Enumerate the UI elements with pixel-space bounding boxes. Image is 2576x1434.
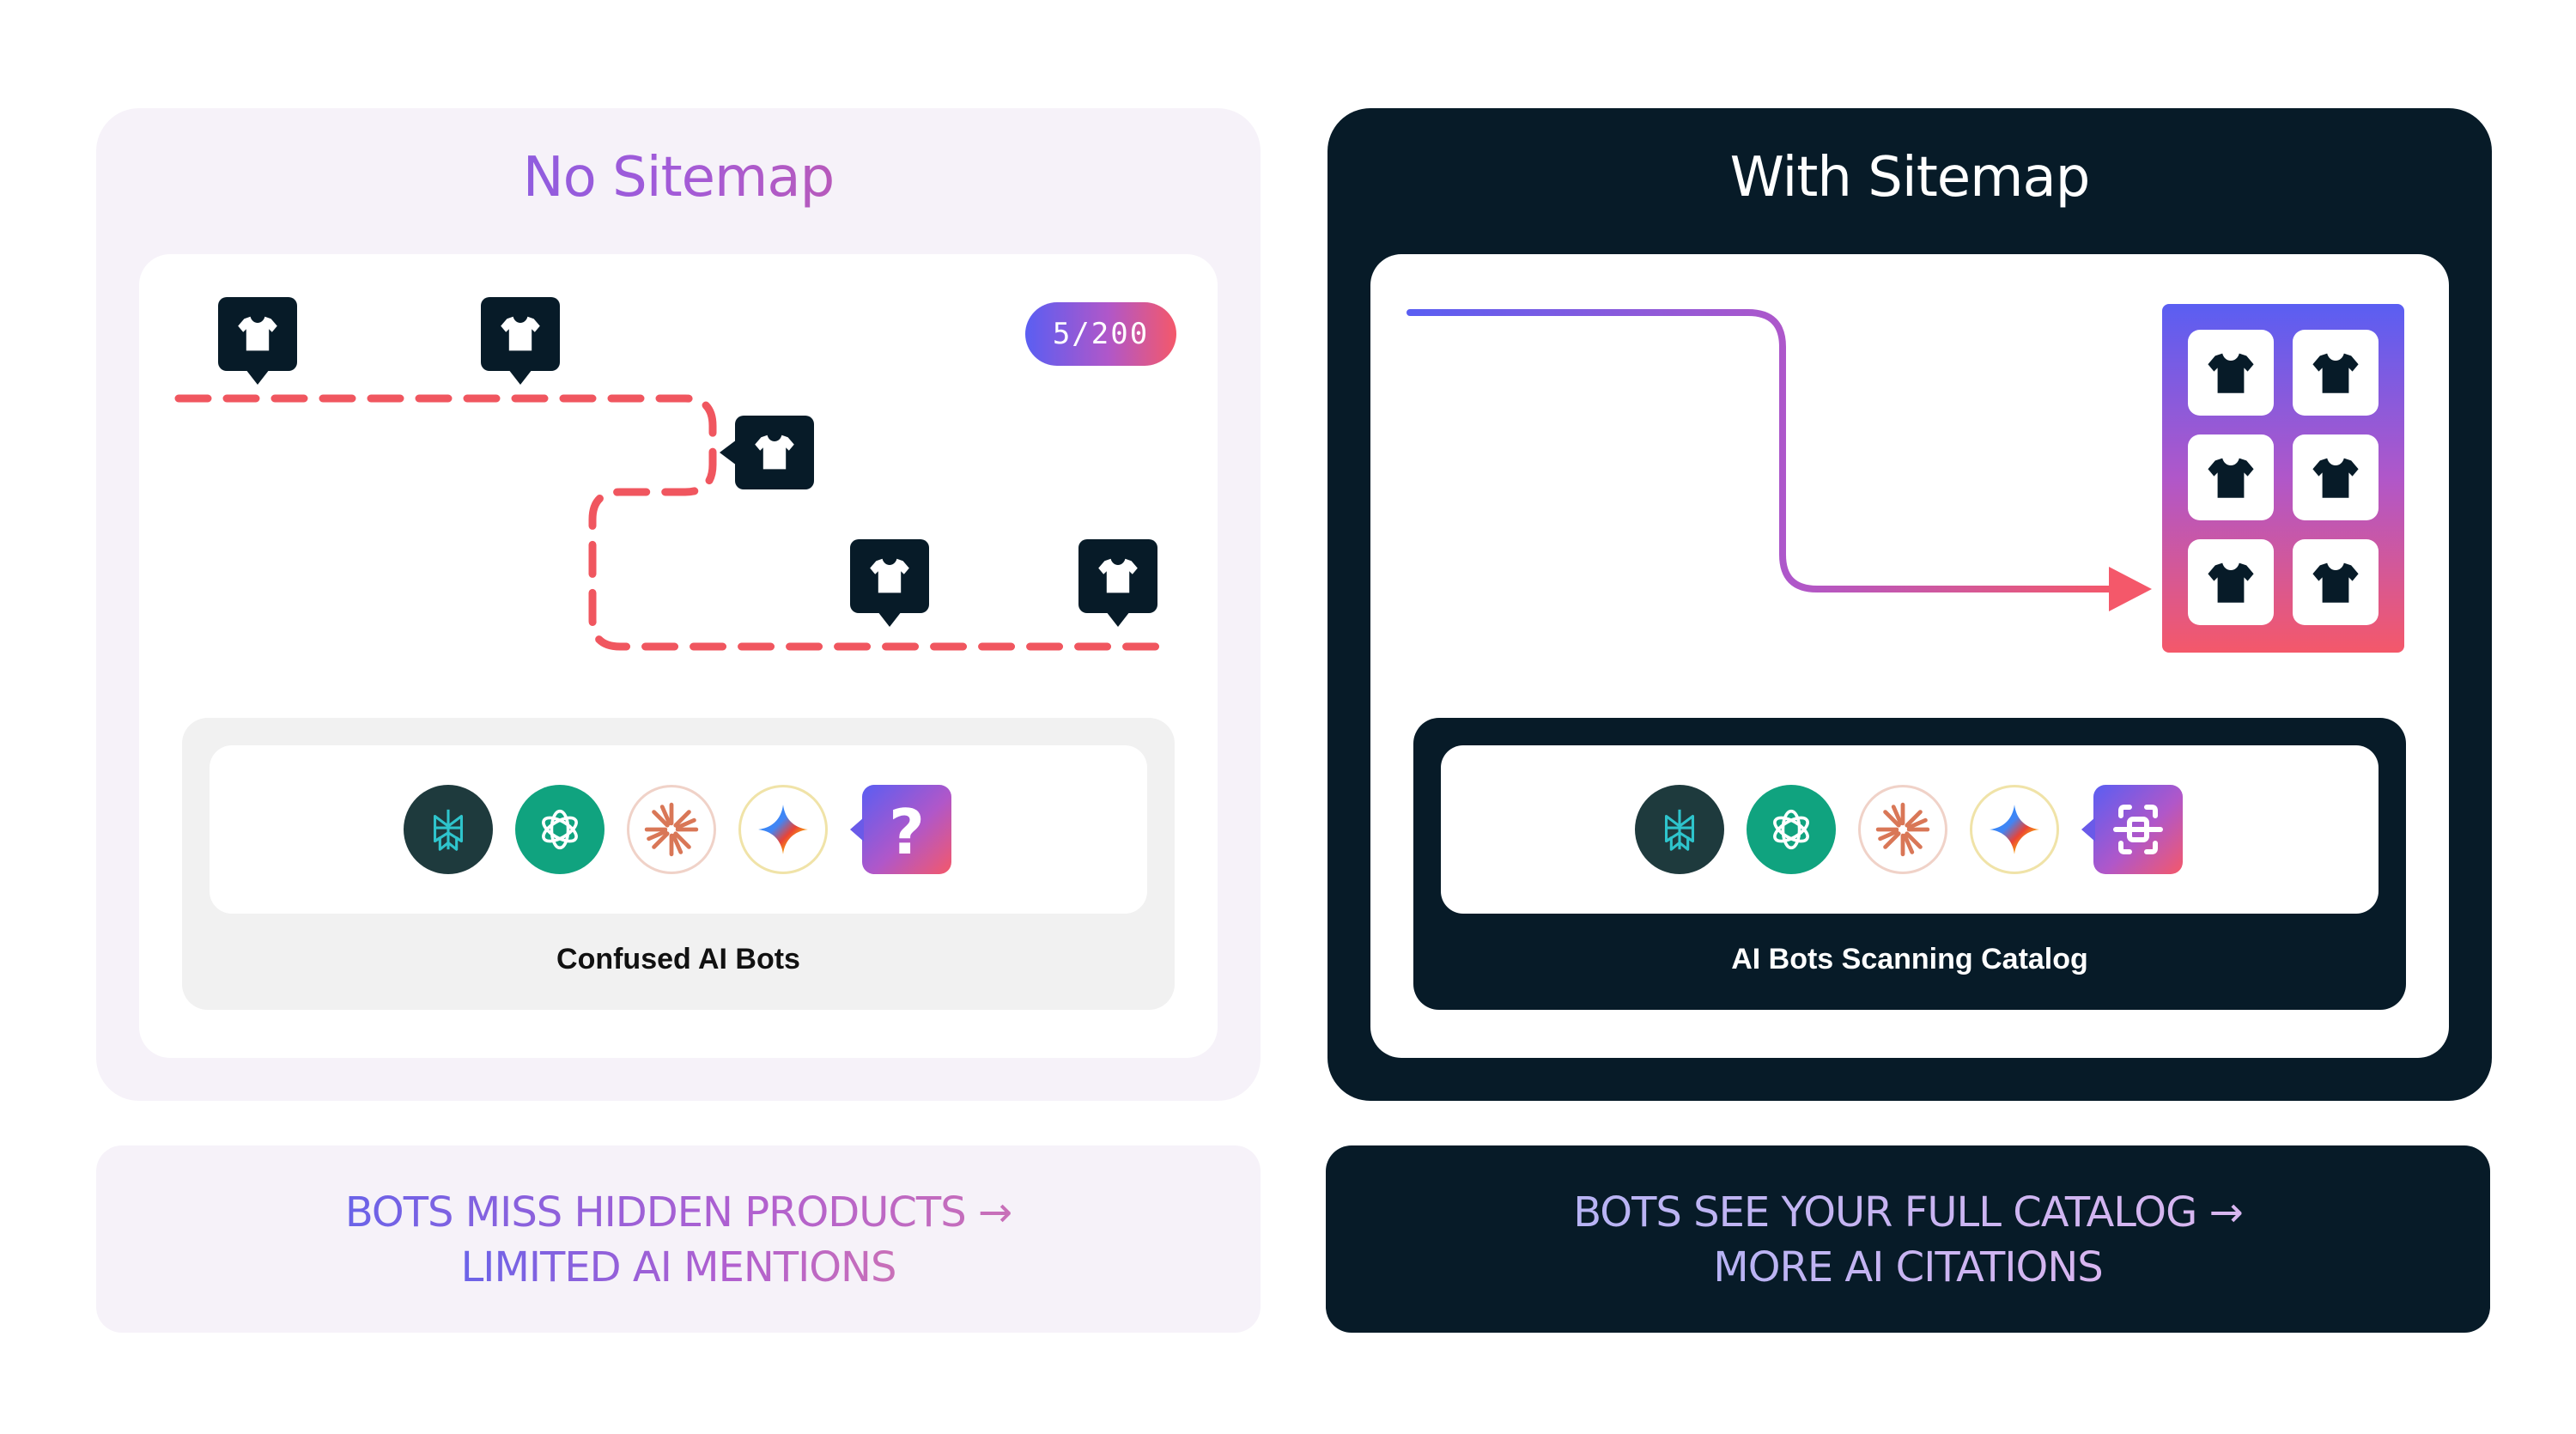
indexed-count-badge: 5/200 xyxy=(1025,302,1176,366)
catalog-item xyxy=(2188,434,2274,520)
confused-bots-box: ? Confused AI Bots xyxy=(182,718,1175,1010)
no-sitemap-caption: BOTS MISS HIDDEN PRODUCTS → LIMITED AI M… xyxy=(96,1185,1261,1295)
with-sitemap-content-card: AI Bots Scanning Catalog xyxy=(1370,254,2449,1058)
no-sitemap-caption-box: BOTS MISS HIDDEN PRODUCTS → LIMITED AI M… xyxy=(96,1145,1261,1333)
bot-icon-strip: ? xyxy=(210,745,1147,914)
scanning-bots-label: AI Bots Scanning Catalog xyxy=(1731,943,2088,975)
with-sitemap-caption-box: BOTS SEE YOUR FULL CATALOG → MORE AI CIT… xyxy=(1326,1145,2490,1333)
question-bubble-icon: ? xyxy=(850,785,951,874)
product-pin-icon xyxy=(850,539,929,627)
bot-icon-strip xyxy=(1441,745,2379,914)
chatgpt-icon xyxy=(515,785,605,874)
claude-icon xyxy=(627,785,716,874)
tshirt-icon xyxy=(2312,558,2360,606)
svg-text:?: ? xyxy=(889,796,925,868)
direct-crawl-arrow xyxy=(1406,309,2152,611)
confused-bots-label: Confused AI Bots xyxy=(556,943,800,975)
product-pin-icon xyxy=(218,297,297,385)
tshirt-icon xyxy=(2312,453,2360,501)
with-sitemap-caption: BOTS SEE YOUR FULL CATALOG → MORE AI CIT… xyxy=(1326,1185,2490,1295)
perplexity-icon xyxy=(404,785,493,874)
no-sitemap-content-card: 5/200 xyxy=(139,254,1218,1058)
perplexity-icon xyxy=(1635,785,1724,874)
caption-line-1: BOTS SEE YOUR FULL CATALOG → xyxy=(1573,1188,2244,1237)
caption-line-2: LIMITED AI MENTIONS xyxy=(460,1243,897,1291)
scan-bubble-icon xyxy=(2081,785,2183,874)
catalog-item xyxy=(2293,434,2379,520)
caption-line-1: BOTS MISS HIDDEN PRODUCTS → xyxy=(344,1188,1012,1237)
tshirt-icon xyxy=(2207,558,2255,606)
tshirt-icon xyxy=(2207,453,2255,501)
chatgpt-icon xyxy=(1747,785,1836,874)
with-sitemap-title: With Sitemap xyxy=(1729,146,2091,210)
product-catalog-grid xyxy=(2162,304,2404,653)
product-pin-icon xyxy=(1078,539,1157,627)
product-pin-icon xyxy=(720,416,814,489)
catalog-item xyxy=(2293,539,2379,625)
claude-icon xyxy=(1858,785,1947,874)
bot-icon-row xyxy=(1441,785,2379,874)
catalog-item xyxy=(2293,330,2379,416)
product-pin-icon xyxy=(481,297,560,385)
tshirt-icon xyxy=(2312,349,2360,397)
bot-icon-row: ? xyxy=(210,785,1147,874)
with-sitemap-panel: With Sitemap xyxy=(1327,108,2492,1101)
no-sitemap-panel: No Sitemap xyxy=(96,108,1261,1101)
catalog-item xyxy=(2188,330,2274,416)
caption-line-2: MORE AI CITATIONS xyxy=(1713,1243,2103,1291)
tshirt-icon xyxy=(2207,349,2255,397)
gemini-icon xyxy=(738,785,828,874)
no-sitemap-title: No Sitemap xyxy=(96,146,1261,210)
scanning-bots-box: AI Bots Scanning Catalog xyxy=(1413,718,2406,1010)
crawl-path xyxy=(174,394,1170,651)
catalog-item xyxy=(2188,539,2274,625)
gemini-icon xyxy=(1970,785,2059,874)
